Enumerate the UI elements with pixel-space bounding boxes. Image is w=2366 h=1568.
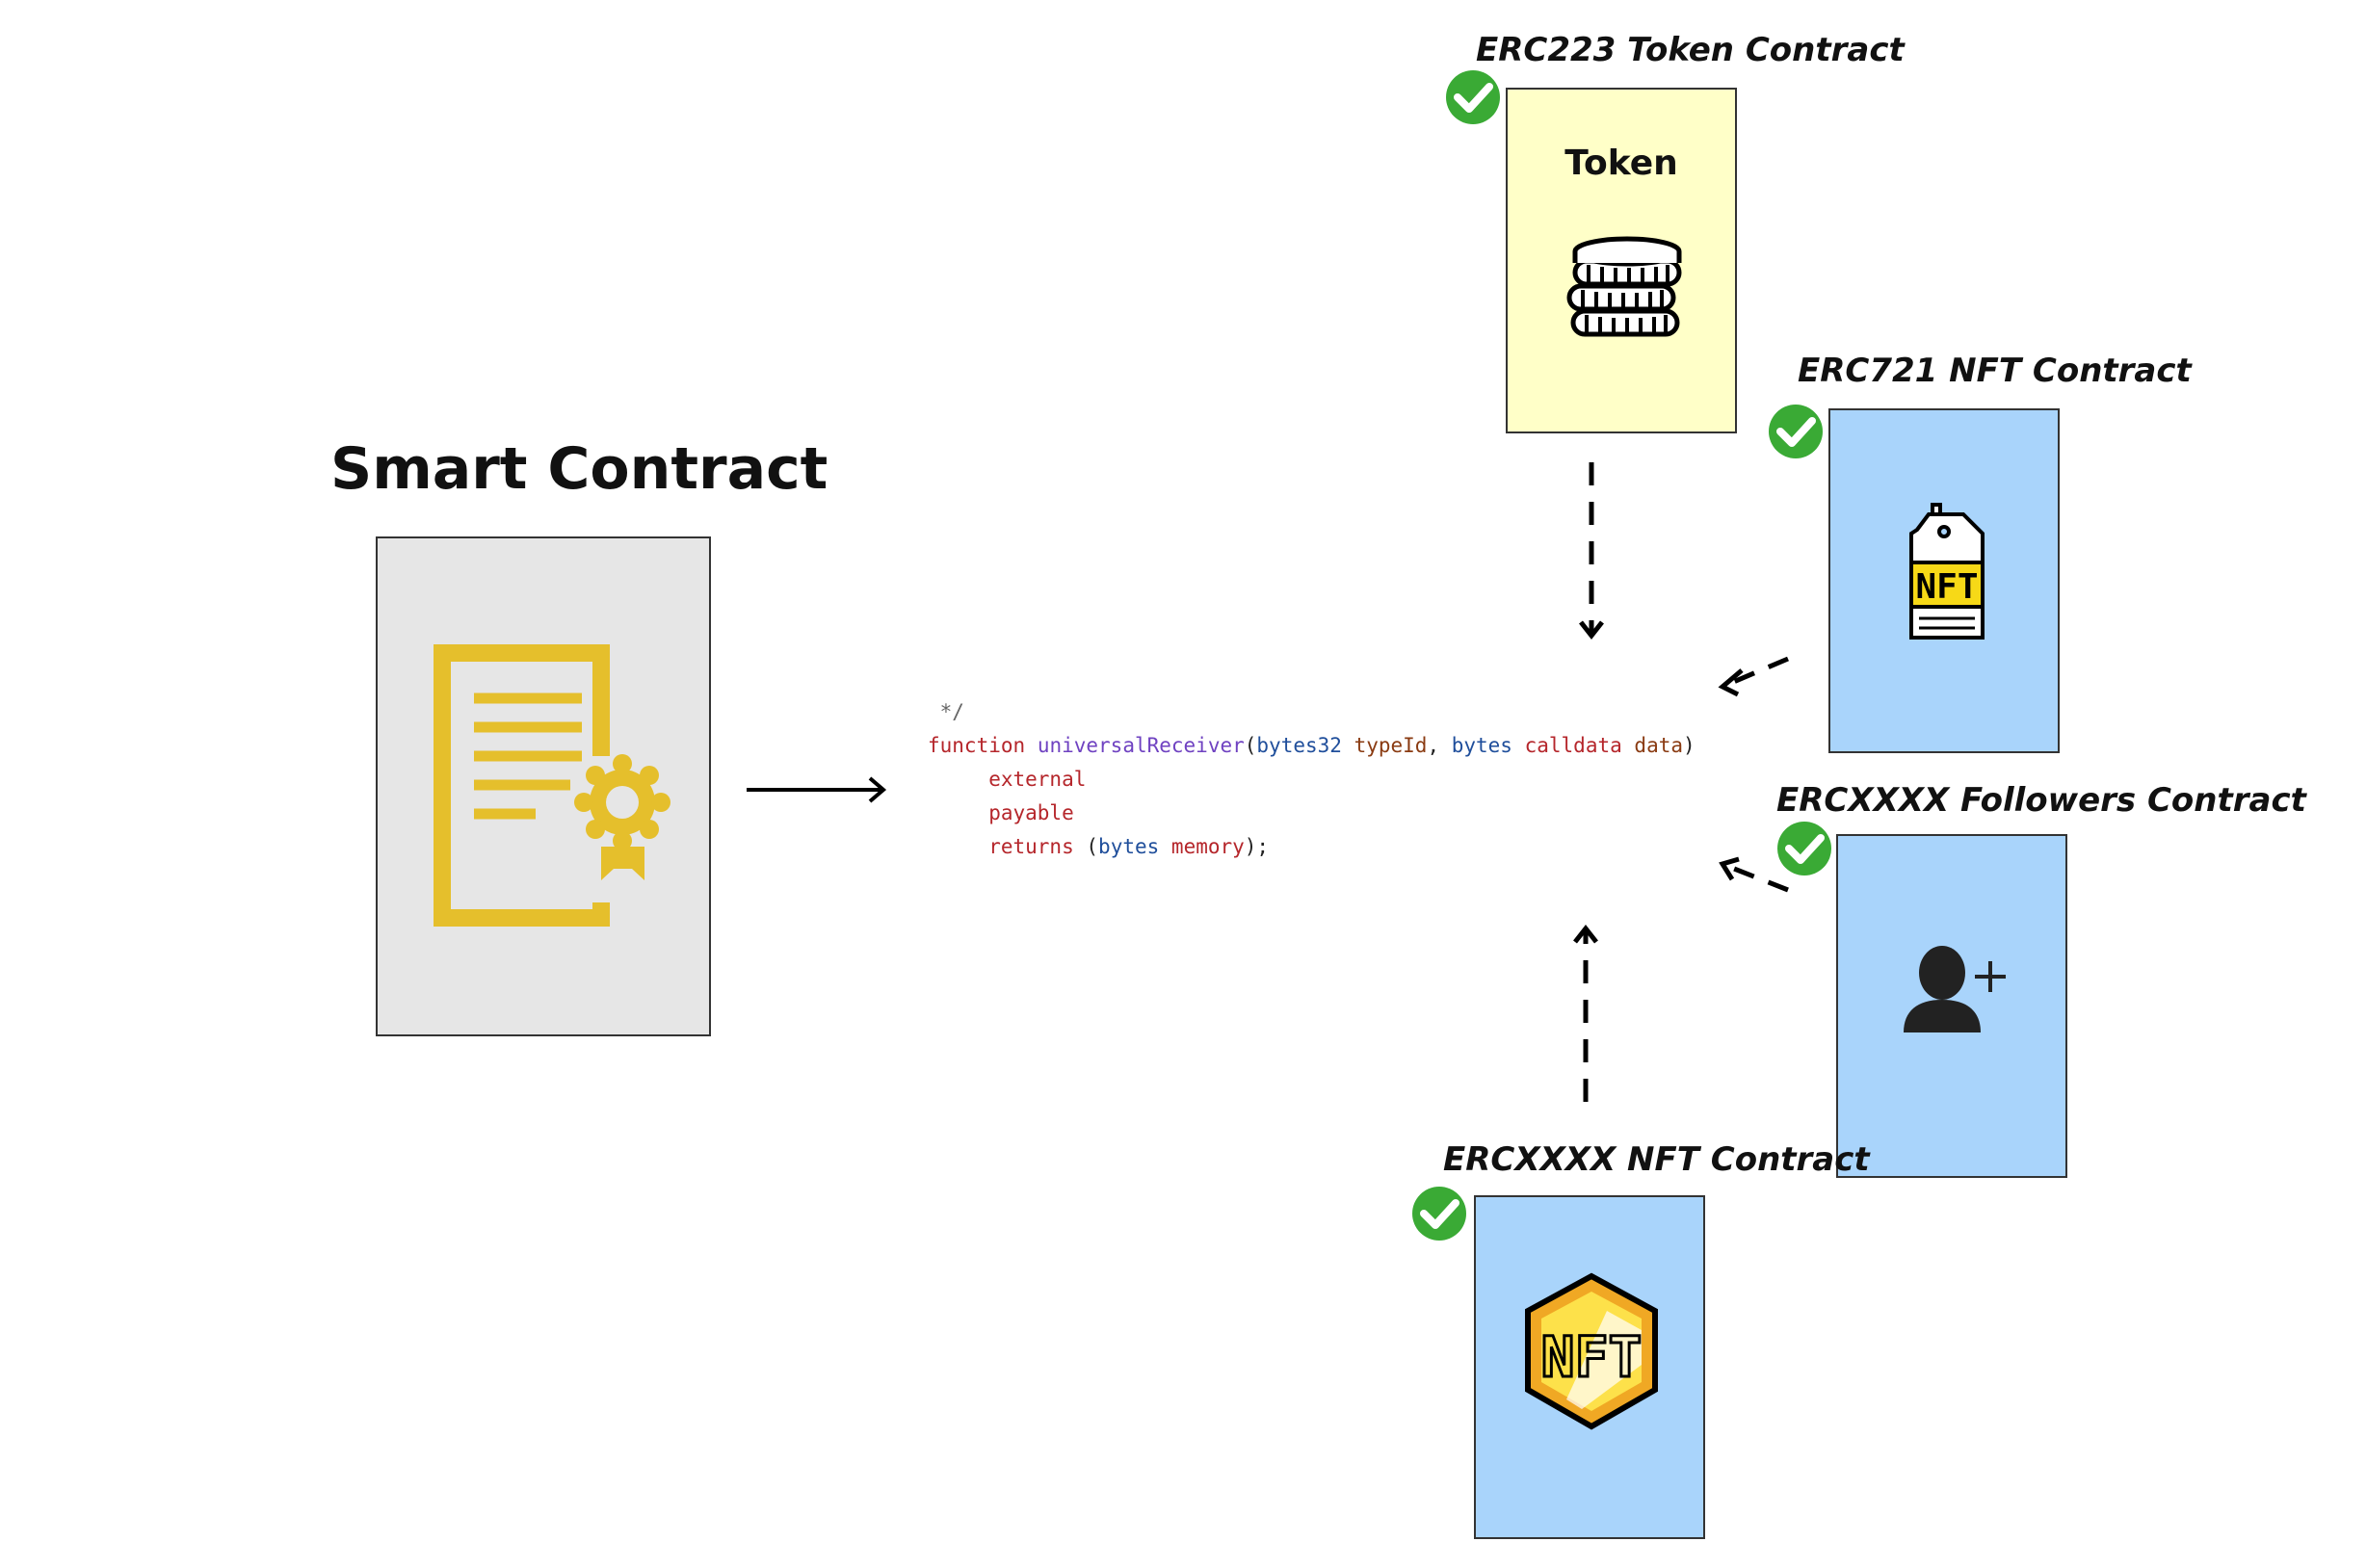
erc223-token-box: Token: [1506, 88, 1737, 433]
code-paren: (: [1086, 835, 1099, 858]
user-add-icon: [1904, 946, 2006, 1032]
code-param: typeId: [1354, 734, 1428, 757]
arrow-followers-to-code: [1719, 856, 1789, 893]
code-keyword: function: [928, 734, 1026, 757]
xnft-contract-box: NFT: [1474, 1195, 1705, 1539]
arrow-erc223-to-code: [1579, 462, 1604, 640]
code-type: bytes32: [1256, 734, 1342, 757]
code-paren: ): [1683, 734, 1696, 757]
code-line-function: function universalReceiver(bytes32 typeI…: [928, 729, 1696, 763]
code-type: bytes: [1451, 734, 1512, 757]
coins-stack-icon: [1566, 236, 1682, 337]
check-icon: [1446, 70, 1500, 124]
followers-label: ERCXXXX Followers Contract: [1776, 781, 2306, 820]
code-modifier: payable: [988, 801, 1074, 824]
code-location: calldata: [1524, 734, 1622, 757]
code-line-returns: returns (bytes memory);: [928, 830, 1696, 864]
code-paren: );: [1244, 835, 1270, 858]
nft-tag-text: NFT: [1915, 567, 1978, 607]
check-icon: [1777, 822, 1831, 875]
erc223-label: ERC223 Token Contract: [1476, 31, 1905, 69]
code-keyword: returns: [988, 835, 1074, 858]
xnft-label: ERCXXXX NFT Contract: [1443, 1140, 1870, 1179]
erc721-nft-box: NFT: [1828, 408, 2060, 753]
main-title: Smart Contract: [330, 435, 828, 503]
nft-tag-icon: NFT: [1909, 503, 1985, 640]
nft-coin-text: NFT: [1541, 1324, 1643, 1390]
code-modifier: external: [988, 768, 1087, 791]
certificate-icon: [434, 644, 670, 927]
erc721-label: ERC721 NFT Contract: [1798, 352, 2192, 390]
code-comma: ,: [1427, 734, 1452, 757]
code-comment: */: [928, 700, 964, 723]
code-snippet: */function universalReceiver(bytes32 typ…: [928, 695, 1696, 864]
code-function-name: universalReceiver: [1037, 734, 1245, 757]
code-paren: (: [1244, 734, 1257, 757]
code-line-external: external: [928, 763, 1696, 797]
arrow-erc721-to-code: [1718, 656, 1789, 697]
arrow-xnft-to-code: [1573, 924, 1598, 1102]
code-type: bytes: [1098, 835, 1160, 858]
token-text: Token: [1564, 144, 1678, 183]
code-location: memory: [1170, 835, 1245, 858]
smart-contract-box: [376, 536, 711, 1036]
followers-contract-box: [1836, 834, 2067, 1178]
check-icon: [1769, 405, 1823, 458]
nft-coin-icon: NFT: [1525, 1272, 1658, 1430]
code-param: data: [1634, 734, 1683, 757]
check-icon: [1412, 1187, 1466, 1241]
arrow-main-to-code: [747, 776, 887, 803]
code-line-payable: payable: [928, 797, 1696, 830]
